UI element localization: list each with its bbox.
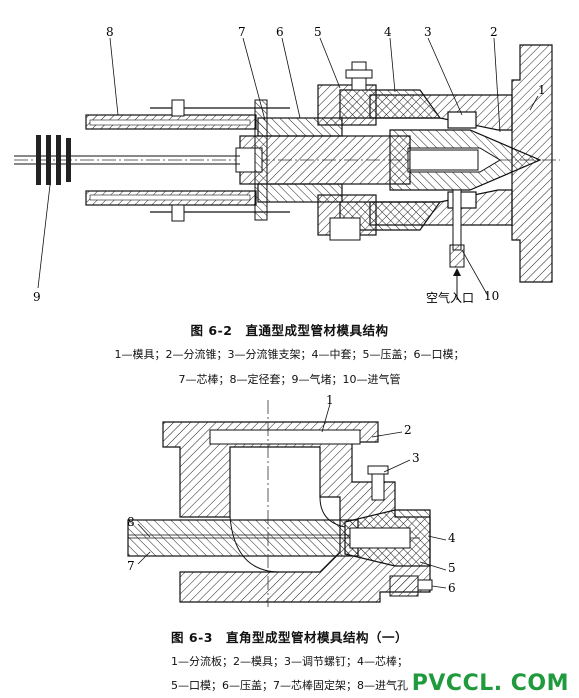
fig3-callout-8: 8 — [127, 515, 135, 529]
figure-6-3-legend-line-2: 5—口模；6—压盖；7—芯棒固定架；8—进气孔 — [171, 679, 408, 692]
fig3-callout-7: 7 — [127, 559, 135, 573]
figure-6-3-legend-line-1: 1—分流板；2—模具；3—调节螺钉；4—芯棒； — [171, 655, 408, 668]
figure-6-3-caption: 图 6-3 直角型成型管材模具结构（一） — [171, 630, 408, 645]
air-inlet-label: 空气入口 — [426, 290, 474, 305]
callout-3: 3 — [424, 25, 432, 39]
fig3-callout-4: 4 — [448, 531, 456, 545]
fig3-callout-1: 1 — [326, 393, 334, 407]
callout-4: 4 — [384, 25, 392, 39]
site-watermark: PVCCL. COM — [411, 671, 569, 696]
callout-6: 6 — [276, 25, 284, 39]
fig3-callout-6: 6 — [448, 581, 456, 595]
callout-1: 1 — [538, 83, 546, 97]
callout-5: 5 — [314, 25, 322, 39]
callout-9: 9 — [33, 290, 41, 304]
callout-2: 2 — [490, 25, 498, 39]
figure-6-2-drawing: 8 7 6 5 4 3 2 1 9 10 空气入口 — [14, 25, 560, 305]
figure-6-2-caption: 图 6-2 直通型成型管材模具结构 — [190, 323, 389, 338]
figure-6-2-legend-line-1: 1—模具；2—分流锥；3—分流锥支架；4—中套；5—压盖；6—口模； — [114, 348, 465, 361]
callout-8: 8 — [106, 25, 114, 39]
figure-6-2-legend-line-2: 7—芯棒；8—定径套；9—气堵；10—进气管 — [178, 373, 401, 386]
fig3-callout-3: 3 — [412, 451, 420, 465]
fig3-callout-5: 5 — [448, 561, 456, 575]
fig3-callout-2: 2 — [404, 423, 412, 437]
callout-7: 7 — [238, 25, 246, 39]
figure-6-3-drawing: 1 2 3 4 5 6 8 7 — [127, 393, 456, 607]
callout-10: 10 — [484, 289, 499, 303]
